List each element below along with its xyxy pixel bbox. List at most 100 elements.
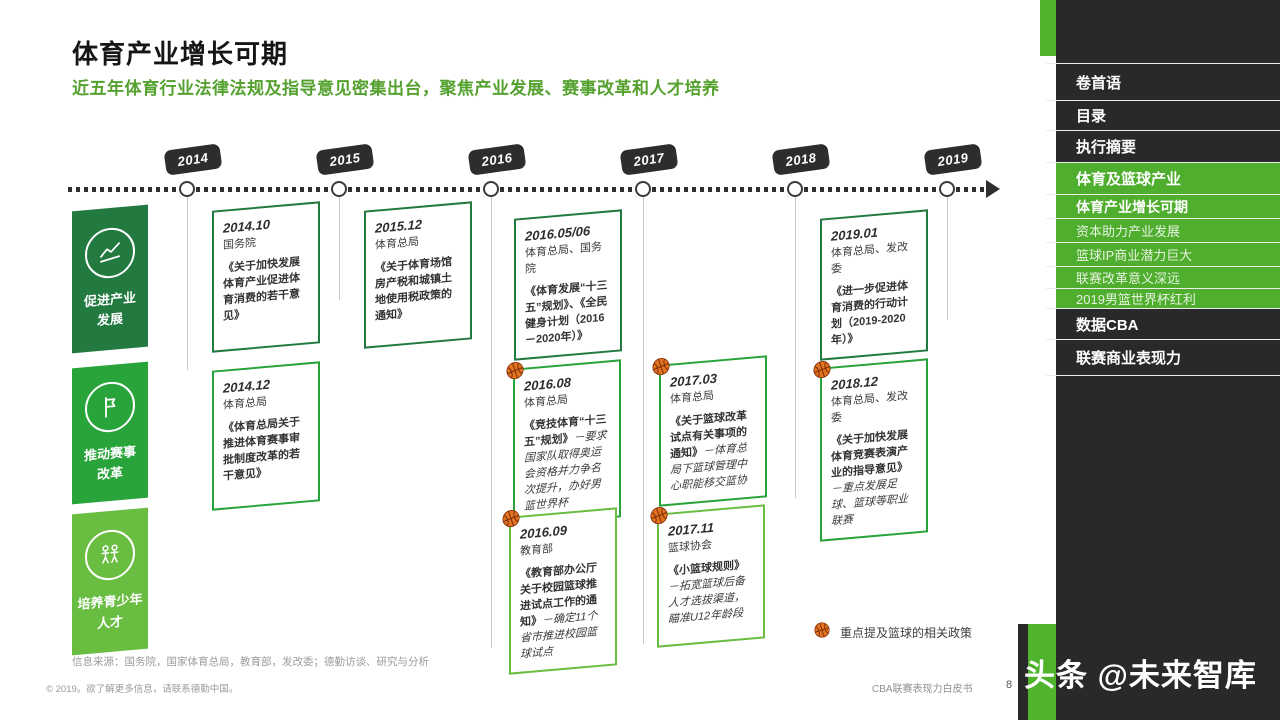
timeline-node-2016 — [483, 181, 499, 197]
watermark-text: 头条 @未来智库 — [1024, 658, 1257, 693]
trend-chart-icon — [100, 242, 120, 263]
timeline-node-2019 — [939, 181, 955, 197]
copyright-note: © 2019。欲了解更多信息，请联系德勤中国。 — [46, 684, 239, 695]
category-label: 促进产业 发展 — [83, 289, 136, 329]
connector-line — [491, 196, 492, 648]
sidebar-item-fill: 2019男篮世界杯红利 — [1056, 289, 1280, 308]
basketball-icon — [502, 509, 520, 528]
basketball-icon — [813, 360, 831, 385]
sidebar-item-label: 篮球IP商业潜力巨大 — [1076, 248, 1193, 263]
sidebar-nav: 卷首语目录执行摘要体育及篮球产业体育产业增长可期资本助力产业发展篮球IP商业潜力… — [1046, 63, 1280, 376]
sidebar-item-1[interactable]: 卷首语 — [1046, 63, 1280, 100]
sidebar-item-3[interactable]: 执行摘要 — [1046, 130, 1280, 162]
year-badge-2019: 2019 — [923, 143, 983, 176]
legend: 重点提及篮球的相关政策 — [814, 622, 972, 643]
sidebar-item-fill: 目录 — [1056, 101, 1280, 130]
card-text: 《关于体育场馆房产税和城镇土地使用税政策的通知》 — [375, 254, 461, 325]
sidebar-item-fill: 卷首语 — [1056, 64, 1280, 100]
source-note: 信息来源：国务院，国家体育总局，教育部，发改委；德勤访谈、研究与分析 — [72, 656, 429, 668]
basketball-icon — [650, 506, 668, 525]
card-title: 《进一步促进体育消费的行动计划（2019-2020年）》 — [831, 280, 908, 347]
sidebar-item-fill: 体育及篮球产业 — [1056, 163, 1280, 194]
sidebar-item-fill: 资本助力产业发展 — [1056, 219, 1280, 242]
sidebar-item-5[interactable]: 体育产业增长可期 — [1046, 194, 1280, 218]
card-note: －拓宽篮球后备人才选拔渠道，瞄准U12年龄段 — [668, 574, 745, 626]
trend-chart-icon-wrap — [85, 225, 135, 281]
timeline-axis — [68, 187, 986, 192]
category-2: 推动赛事 改革 — [72, 361, 148, 505]
category-label: 推动赛事 改革 — [83, 443, 136, 483]
sidebar-item-fill: 联赛商业表现力 — [1056, 340, 1280, 375]
connector-line — [339, 196, 340, 300]
year-badge-2014: 2014 — [163, 143, 223, 176]
sidebar-item-11[interactable]: 联赛商业表现力 — [1046, 339, 1280, 375]
sidebar-item-label: 目录 — [1076, 108, 1107, 125]
card-text: 《教育部办公厅关于校园篮球推进试点工作的通知》－确定11个省市推进校园篮球试点 — [520, 560, 606, 663]
timeline-node-2015 — [331, 181, 347, 197]
sidebar-item-2[interactable]: 目录 — [1046, 100, 1280, 130]
basketball-icon — [814, 622, 830, 638]
sidebar-item-label: 2019男篮世界杯红利 — [1076, 292, 1196, 307]
card-title: 《关于体育场馆房产税和城镇土地使用税政策的通知》 — [375, 256, 452, 323]
card-title: 《体育总局关于推进体育赛事审批制度改革的若干意见》 — [223, 416, 300, 483]
page-title: 体育产业增长可期 — [72, 39, 289, 69]
connector-line — [187, 196, 188, 370]
sidebar-item-label: 联赛改革意义深远 — [1076, 271, 1181, 286]
people-icon-wrap — [85, 528, 135, 583]
green-accent-strip-bottom — [1028, 624, 1056, 720]
sidebar-item-10[interactable]: 数据CBA — [1046, 308, 1280, 339]
category-1: 促进产业 发展 — [72, 204, 148, 354]
sidebar-item-fill: 体育产业增长可期 — [1056, 195, 1280, 218]
card-text: 《进一步促进体育消费的行动计划（2019-2020年）》 — [831, 278, 917, 349]
sidebar-item-fill: 数据CBA — [1056, 309, 1280, 339]
sidebar-item-fill: 联赛改革意义深远 — [1056, 267, 1280, 288]
timeline-node-2014 — [179, 181, 195, 197]
connector-line — [795, 196, 796, 498]
sidebar-item-7[interactable]: 篮球IP商业潜力巨大 — [1046, 242, 1280, 266]
card-text: 《体育总局关于推进体育赛事审批制度改革的若干意见》 — [223, 414, 309, 485]
card-text: 《关于篮球改革试点有关事项的通知》－体育总局下篮球管理中心职能移交篮协 — [670, 408, 756, 495]
sidebar-item-label: 资本助力产业发展 — [1076, 224, 1181, 239]
connector-line — [947, 196, 948, 320]
basketball-icon — [502, 509, 520, 534]
sidebar-item-label: 体育产业增长可期 — [1076, 198, 1188, 215]
timeline-node-2017 — [635, 181, 651, 197]
flag-icon-wrap — [85, 379, 135, 435]
page-number: 8 — [1006, 679, 1013, 691]
sidebar-item-fill: 执行摘要 — [1056, 131, 1280, 162]
basketball-icon — [506, 361, 524, 380]
card-text: 《体育发展“十三五”规划》、《全民健身计划（2016－2020年）》 — [525, 278, 611, 349]
sidebar-item-label: 数据CBA — [1076, 316, 1139, 334]
sidebar-item-label: 联赛商业表现力 — [1076, 350, 1182, 367]
card-text: 《小篮球规则》－拓宽篮球后备人才选拔渠道，瞄准U12年龄段 — [668, 557, 754, 628]
card-note: －重点发展足球、篮球等职业联赛 — [831, 477, 908, 528]
sidebar-item-9[interactable]: 2019男篮世界杯红利 — [1046, 288, 1280, 308]
sidebar-item-label: 体育及篮球产业 — [1076, 171, 1182, 188]
flag-icon — [105, 396, 116, 418]
sidebar-item-8[interactable]: 联赛改革意义深远 — [1046, 266, 1280, 288]
card-title: 《关于加快发展体育竞赛表演产业的指导意见》 — [831, 429, 908, 480]
basketball-icon — [814, 622, 830, 643]
basketball-icon — [652, 357, 670, 376]
sidebar — [1056, 0, 1280, 720]
year-badge-2016: 2016 — [467, 143, 527, 176]
sidebar-item-4[interactable]: 体育及篮球产业 — [1046, 162, 1280, 194]
basketball-icon — [652, 357, 670, 382]
people-icon — [101, 544, 119, 565]
document-title: CBA联赛表现力白皮书 — [872, 684, 973, 695]
card-title: 《体育发展“十三五”规划》、《全民健身计划（2016－2020年）》 — [525, 279, 608, 347]
sidebar-item-6[interactable]: 资本助力产业发展 — [1046, 218, 1280, 242]
timeline-arrow-icon — [986, 180, 1000, 198]
year-badge-2015: 2015 — [315, 143, 375, 176]
card-text: 《竞技体育“十三五”规划》－要求国家队取得奥运会资格并力争名次提升，办好男篮世界… — [524, 412, 610, 515]
basketball-icon — [506, 361, 524, 386]
